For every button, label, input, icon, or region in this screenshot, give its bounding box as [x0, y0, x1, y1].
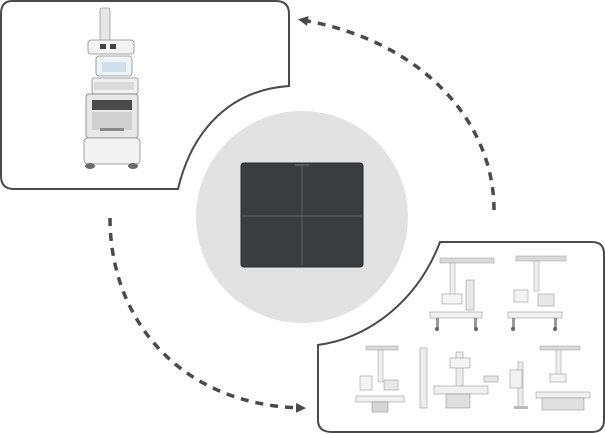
mobile-unit-card [0, 0, 290, 190]
flat-panel-detector-icon [240, 162, 364, 268]
dashed-arrow-to-mobile-unit [298, 16, 496, 211]
compact-xray-table-icon [535, 345, 591, 411]
wall-stand-detector-icon [509, 361, 528, 409]
ceiling-mounted-xray-icon [429, 257, 495, 331]
floor-mounted-xray-icon [419, 347, 499, 409]
mobile-c-arm-xray-icon [507, 255, 567, 331]
mobile-xray-unit-icon [83, 7, 141, 169]
dashed-arrow-to-fixed-systems [108, 217, 306, 413]
xray-table-system-icon [355, 345, 405, 413]
